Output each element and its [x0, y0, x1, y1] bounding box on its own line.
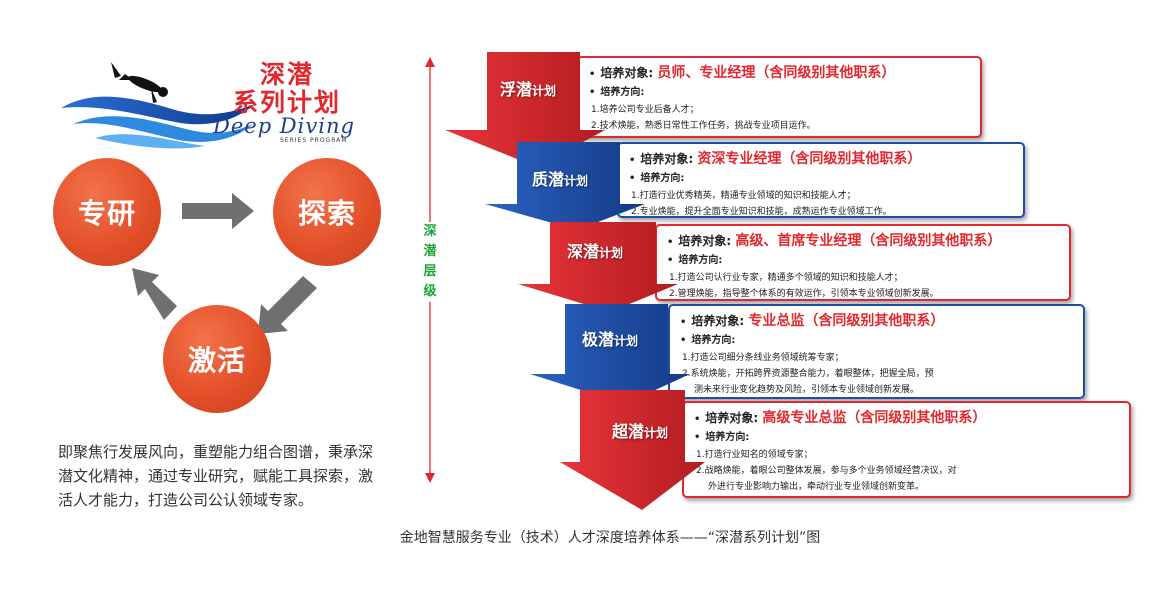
plan-name-3: 深潜计划: [545, 238, 645, 262]
left-description: 即聚焦行发展风向，重塑能力组合图谱，秉承深潜文化精神，通过专业研究，赋能工具探索…: [58, 443, 374, 509]
direction-label: 培养方向:: [678, 255, 723, 266]
plan-chevron-2: [485, 142, 645, 230]
target-label: 培养对象:: [705, 411, 759, 425]
plan-box-3: •培养对象: 高级、首席专业经理（含同级别其他职系） •培养方向: 1.打造公司…: [655, 224, 1071, 301]
logo-script-text: Deep Diving: [213, 114, 355, 138]
cycle-node-explore: 探索: [273, 158, 381, 266]
plan-target: 资深专业经理（含同级别其他职系）: [697, 151, 922, 167]
plan-target: 高级专业总监（含同级别其他职系）: [762, 410, 987, 426]
plan-desc-line: 2.战略焕能，着眼公司整体发展，参与多个业务领域经营决议，对: [696, 466, 957, 476]
plan-desc-line: 1.打造公司认行业专家，精通多个领域的知识和技能人才；: [669, 273, 903, 283]
logo-title-line2: 系列计划: [233, 88, 342, 117]
cycle-node-research: 专研: [53, 158, 161, 266]
plan-name: 质潜: [531, 170, 564, 189]
logo-title-line1: 深潜: [260, 60, 315, 89]
plan-name: 深潜: [566, 242, 599, 261]
direction-label: 培养方向:: [640, 173, 685, 184]
arrow-right: [182, 193, 254, 229]
plan-desc-line: 1.打造公司细分条线业务领域统筹专家；: [682, 353, 844, 363]
diver-wave-icon: [61, 62, 255, 149]
plan-suffix: 计划: [644, 426, 669, 440]
direction-label: 培养方向:: [600, 87, 645, 98]
direction-label: 培养方向:: [691, 335, 736, 346]
plan-desc-line: 2.专业焕能，提升全面专业知识和技能，成熟运作专业领域工作。: [631, 207, 892, 217]
plan-name-5: 超潜计划: [590, 418, 690, 442]
deep-diving-logo: 深潜 系列计划 Deep Diving SERIES PROGRAM: [55, 58, 375, 150]
plan-desc-line: 1.打造行业优秀精英，精通专业领域的知识和技能人才；: [631, 191, 856, 201]
plan-chevron-5: [560, 390, 705, 510]
plan-suffix: 计划: [564, 174, 589, 188]
plan-name: 浮潜: [499, 80, 532, 99]
plan-desc-line: 测未来行业变化趋势及风险，引领本专业领域创新发展。: [694, 385, 920, 395]
plan-box-4: •培养对象: 专业总监（含同级别其他职系） •培养方向: 1.打造公司细分条线业…: [668, 304, 1085, 399]
plan-suffix: 计划: [599, 246, 624, 260]
plan-box-5: •培养对象: 高级专业总监（含同级别其他职系） •培养方向: 1.打造行业知名的…: [682, 401, 1131, 498]
plan-chevron-3: [518, 222, 678, 312]
direction-label: 培养方向:: [705, 432, 750, 443]
plan-suffix: 计划: [532, 84, 557, 98]
figure-caption: 金地智慧服务专业（技术）人才深度培养体系——“深潜系列计划”图: [399, 530, 821, 546]
plan-desc-line: 2.系统焕能，开拓跨界资源整合能力，着眼整体，把握全局，预: [682, 369, 934, 379]
target-label: 培养对象:: [691, 314, 745, 328]
plan-target: 高级、首席专业经理（含同级别其他职系）: [735, 233, 1002, 249]
plan-desc-line: 2.技术焕能，熟悉日常性工作任务，挑战专业项目运作。: [591, 121, 816, 131]
plan-name-4: 极潜计划: [560, 326, 660, 350]
plan-box-2: •培养对象: 资深专业经理（含同级别其他职系） •培养方向: 1.打造行业优秀精…: [617, 142, 1025, 218]
target-label: 培养对象:: [678, 234, 732, 248]
depth-axis-label: 深潜层级: [420, 222, 440, 302]
plan-name: 超潜: [611, 422, 644, 441]
plan-chevron-1: [445, 52, 605, 167]
plan-name-2: 质潜计划: [510, 166, 610, 190]
plan-desc-line: 1.打造行业知名的领域专家；: [696, 450, 813, 460]
plan-desc-line: 2.管理焕能，指导整个体系的有效运作，引领本专业领域创新发展。: [669, 289, 939, 299]
cycle-arrows: [132, 193, 317, 334]
plan-desc-line: 外进行专业影响力输出，牵动行业专业领域创新变革。: [708, 482, 925, 492]
cycle-node-activate: 激活: [163, 305, 271, 413]
target-label: 培养对象:: [640, 152, 694, 166]
plan-name-1: 浮潜计划: [478, 76, 578, 100]
logo-subtitle: SERIES PROGRAM: [280, 137, 348, 144]
plan-suffix: 计划: [614, 334, 639, 348]
plan-desc-line: 1.培养公司专业后备人才；: [591, 105, 699, 115]
plan-name: 极潜: [581, 330, 614, 349]
target-label: 培养对象:: [600, 66, 654, 80]
plan-chevron-4: [530, 304, 690, 404]
arrow-down-left: [258, 276, 317, 334]
arrow-up-left: [132, 268, 177, 320]
plan-target: 员师、专业经理（含同级别其他职系）: [657, 65, 896, 81]
plan-target: 专业总监（含同级别其他职系）: [748, 313, 945, 329]
plan-box-1: •培养对象: 员师、专业经理（含同级别其他职系） •培养方向: 1.培养公司专业…: [577, 56, 982, 138]
depth-axis-label-text: 深潜层级: [423, 224, 437, 299]
